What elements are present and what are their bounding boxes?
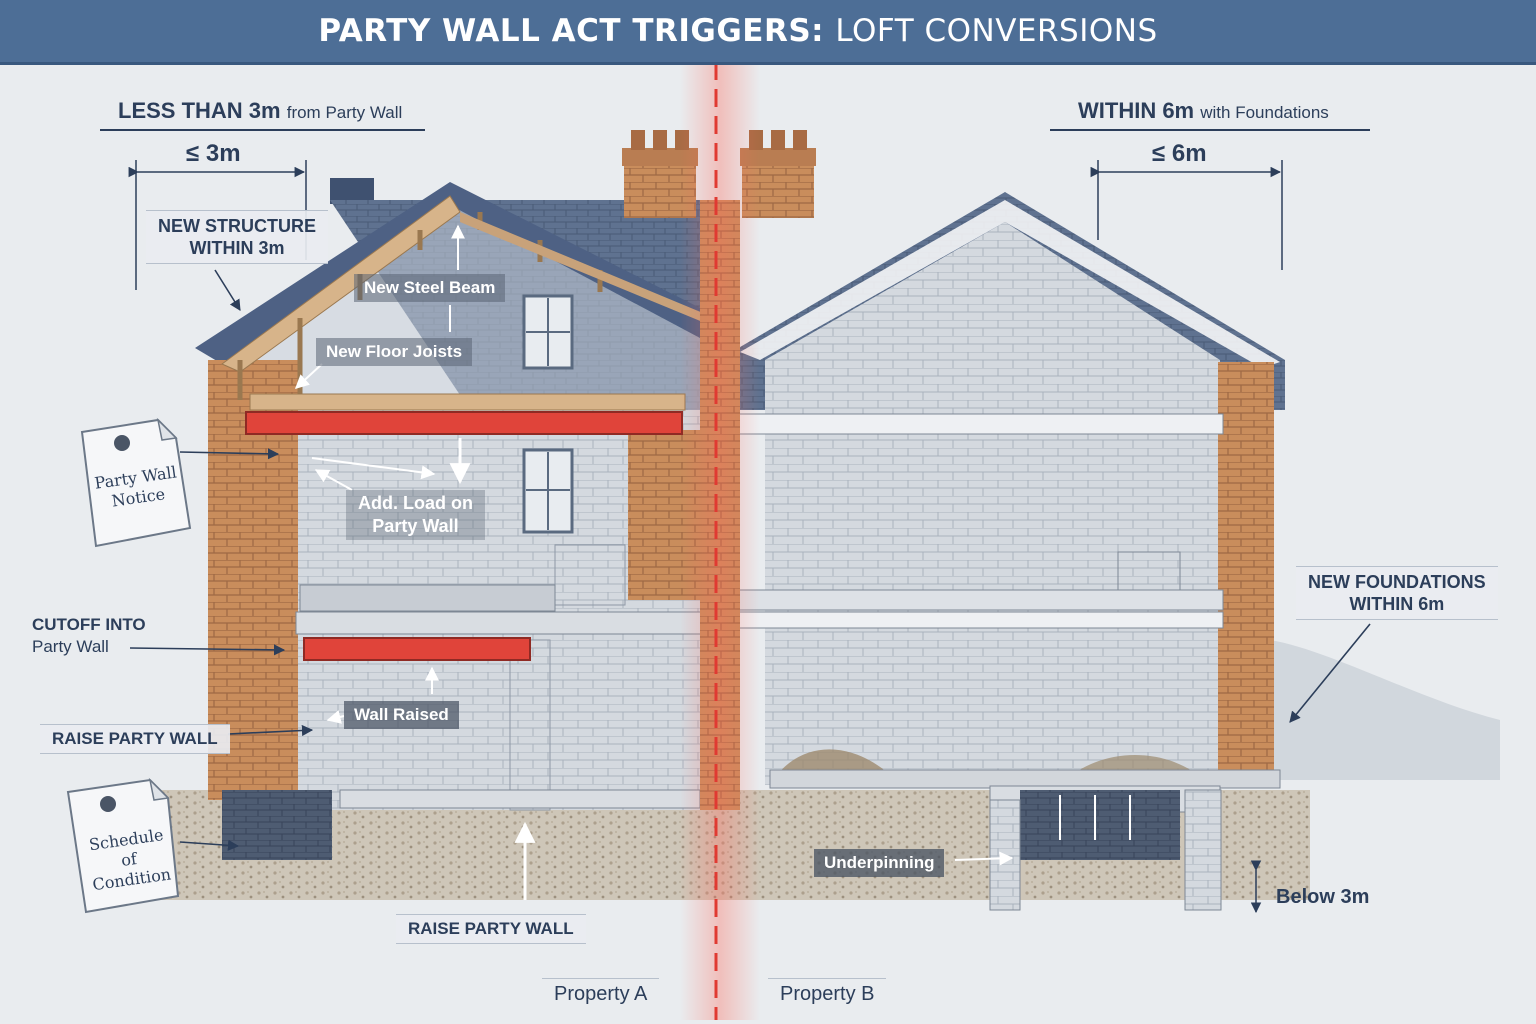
crest-icon: [114, 435, 130, 451]
house-b-roof: [735, 192, 1285, 415]
right-rule-heading-big: WITHIN 6m: [1078, 98, 1195, 123]
title-light: LOFT CONVERSIONS: [835, 13, 1158, 49]
left-rule-heading-small: from Party Wall: [286, 103, 403, 122]
party-wall: [680, 60, 760, 1020]
left-rule-heading: LESS THAN 3m from Party Wall: [118, 98, 402, 124]
window-upper: [522, 294, 574, 370]
leader-arrows: [129, 224, 1371, 900]
raise-party-wall-side-callout: RAISE PARTY WALL: [40, 724, 230, 754]
right-rule-heading: WITHIN 6m with Foundations: [1078, 98, 1329, 124]
house-b-body: [734, 362, 1281, 911]
below-depth-callout: Below 3m: [1276, 886, 1370, 908]
left-rule-heading-big: LESS THAN 3m: [118, 98, 281, 123]
new-structure-callout: NEW STRUCTURE WITHIN 3m: [146, 210, 328, 264]
window-middle: [522, 448, 574, 534]
new-foundations-line1: NEW FOUNDATIONS: [1308, 572, 1486, 592]
schedule-of-condition-document: [66, 777, 180, 914]
steel-beam-lower: [303, 637, 531, 661]
new-foundations-line2: WITHIN 6m: [1349, 594, 1445, 614]
add-load-line2: Party Wall: [372, 516, 459, 536]
page-title: PARTY WALL ACT TRIGGERS: LOFT CONVERSION…: [318, 13, 1157, 49]
add-load-line1: Add. Load on: [358, 493, 473, 513]
title-banner: PARTY WALL ACT TRIGGERS: LOFT CONVERSION…: [0, 0, 1536, 65]
crest-icon: [100, 796, 116, 812]
new-structure-line1: NEW STRUCTURE: [158, 216, 316, 236]
title-bold: PARTY WALL ACT TRIGGERS:: [318, 13, 825, 49]
party-wall-notice-document: [80, 417, 192, 548]
loft-timber-frame: [221, 195, 715, 411]
cutoff-callout: CUTOFF INTO Party Wall: [32, 614, 146, 658]
floor-joists-callout: New Floor Joists: [316, 338, 473, 366]
underpinning-callout: Underpinning: [814, 849, 945, 877]
wall-raised-callout: Wall Raised: [344, 701, 459, 729]
cutoff-line1: CUTOFF INTO: [32, 615, 146, 634]
property-a-label: Property A: [542, 978, 660, 1010]
right-dimension-label: ≤ 6m: [1152, 140, 1207, 167]
add-load-callout: Add. Load on Party Wall: [346, 490, 485, 540]
raise-party-wall-bottom-callout: RAISE PARTY WALL: [396, 914, 586, 944]
dimension-right: [1050, 129, 1370, 270]
new-foundations-callout: NEW FOUNDATIONS WITHIN 6m: [1296, 566, 1498, 620]
cutoff-line2: Party Wall: [32, 637, 109, 656]
property-b-label: Property B: [768, 978, 887, 1010]
house-a-body: [208, 195, 715, 860]
steel-beam-callout: New Steel Beam: [354, 274, 506, 302]
schedule-of-condition-text: Schedule of Condition: [80, 824, 177, 896]
new-structure-line2: WITHIN 3m: [189, 238, 285, 258]
steel-beam-upper: [245, 411, 683, 435]
right-rule-heading-small: with Foundations: [1200, 103, 1329, 122]
left-dimension-label: ≤ 3m: [186, 140, 241, 167]
